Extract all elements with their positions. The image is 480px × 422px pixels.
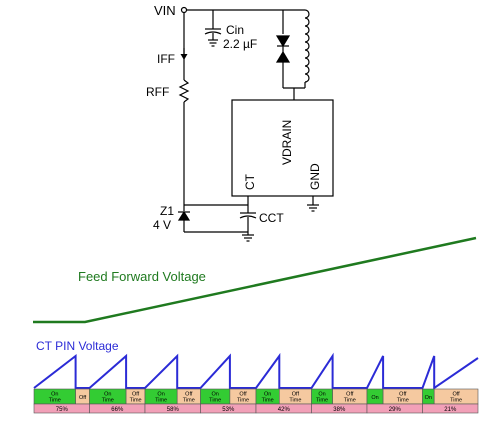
- z1-zener: [177, 210, 191, 221]
- cycle-1-off-label: Off: [79, 395, 87, 401]
- clamp-diode-lower: [275, 50, 291, 63]
- cycle-3-off-label: Time: [183, 398, 195, 404]
- ct-pin-label: CT: [243, 173, 257, 190]
- cycle-6-off-label: Off: [346, 392, 354, 398]
- z1-label: Z1: [160, 204, 174, 218]
- cycle-4-duty-label: 53%: [222, 407, 235, 413]
- vin-label: VIN: [154, 3, 176, 18]
- cycle-3-duty-label: 58%: [167, 407, 180, 413]
- cycle-4-on-label: Time: [209, 398, 221, 404]
- iff-arrow: [180, 54, 188, 60]
- cycle-3-off-label: Off: [185, 392, 193, 398]
- cycle-1-on-label: Time: [49, 398, 61, 404]
- schematic-wires: [177, 6, 334, 242]
- cycle-2-off-label: Time: [130, 398, 142, 404]
- cct-label: CCT: [259, 211, 284, 225]
- ct-pin-sawtooth: [33, 352, 479, 390]
- cycle-4-off-label: Off: [239, 392, 247, 398]
- cin-value: 2.2 µF: [223, 37, 257, 51]
- cycle-6-off-label: Time: [344, 398, 356, 404]
- cycle-3-on-label: On: [157, 392, 164, 398]
- clamp-diode-upper: [275, 35, 291, 48]
- cycle-7-off-label: Time: [397, 398, 409, 404]
- ct-pin-waveform: [33, 352, 479, 390]
- cycle-7-duty-label: 29%: [389, 407, 402, 413]
- feed-forward-line: [33, 236, 477, 324]
- ic-box: [231, 99, 334, 197]
- iff-label: IFF: [157, 52, 175, 66]
- rff-resistor: [178, 79, 190, 103]
- cycle-8-duty-cell: [422, 403, 479, 414]
- cin-label: Cin: [226, 23, 244, 37]
- cycle-5-off-label: Off: [292, 392, 300, 398]
- cycle-5-on-label: On: [264, 392, 271, 398]
- cycle-6-on-label: Time: [316, 398, 328, 404]
- gnd-pin-label: GND: [308, 163, 322, 190]
- cycle-8-off-label: Time: [450, 398, 462, 404]
- vin-node: [180, 6, 188, 14]
- feed-forward-label: Feed Forward Voltage: [78, 269, 206, 284]
- cycle-5-on-label: Time: [262, 398, 274, 404]
- cycle-8-duty-label: 21%: [444, 407, 457, 413]
- cycle-2-on-label: Time: [102, 398, 114, 404]
- cycle-8-off-label: Off: [452, 392, 460, 398]
- cycle-2-off-label: Off: [132, 392, 140, 398]
- cycle-6-on-label: On: [318, 392, 325, 398]
- transformer-winding: [304, 9, 310, 83]
- cycle-5-duty-label: 42%: [278, 407, 291, 413]
- ct-pin-voltage-label: CT PIN Voltage: [36, 339, 119, 353]
- cycle-1-on-label: On: [51, 392, 58, 398]
- cycle-8-on-label: On: [425, 395, 432, 401]
- cycle-7-off-label: Off: [399, 392, 407, 398]
- cycle-6-duty-label: 38%: [333, 407, 346, 413]
- cycle-1-duty-label: 75%: [56, 407, 69, 413]
- rff-label: RFF: [146, 85, 169, 99]
- cycle-4-on-label: On: [212, 392, 219, 398]
- cycle-3-on-label: Time: [155, 398, 167, 404]
- cycle-4-off-label: Time: [237, 398, 249, 404]
- cycle-2-on-label: On: [104, 392, 111, 398]
- z1-value: 4 V: [153, 218, 171, 232]
- vdrain-pin-label: VDRAIN: [280, 120, 294, 165]
- cycle-5-off-label: Time: [289, 398, 301, 404]
- cycle-7-on-label: On: [371, 395, 378, 401]
- cycle-2-duty-label: 66%: [111, 407, 124, 413]
